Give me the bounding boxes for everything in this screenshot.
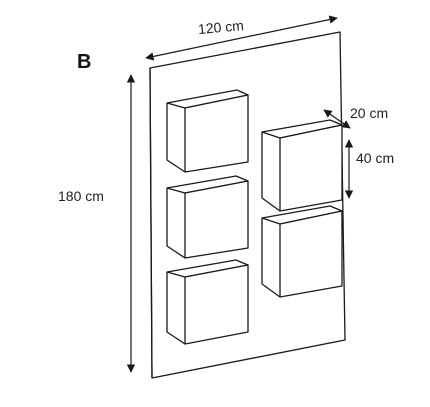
shelf-box-right-top xyxy=(261,119,343,212)
shelf-box-right-bottom xyxy=(261,205,343,298)
shelf-box-left-middle xyxy=(166,175,249,259)
box-height-label: 40 cm xyxy=(356,150,394,166)
width-arrow xyxy=(145,15,338,61)
width-label: 120 cm xyxy=(197,17,244,37)
height-label: 180 cm xyxy=(58,188,104,204)
box-height-dimension: 40 cm xyxy=(344,139,394,199)
depth-dimension: 20 cm xyxy=(323,105,388,129)
height-dimension: 180 cm xyxy=(58,74,136,373)
width-dimension: 120 cm xyxy=(145,15,338,61)
variant-label: B xyxy=(77,51,91,73)
shelf-box-left-bottom xyxy=(166,259,249,345)
shelf-box-left-top xyxy=(166,89,249,173)
depth-label: 20 cm xyxy=(350,105,388,121)
depth-arrow xyxy=(323,109,351,129)
